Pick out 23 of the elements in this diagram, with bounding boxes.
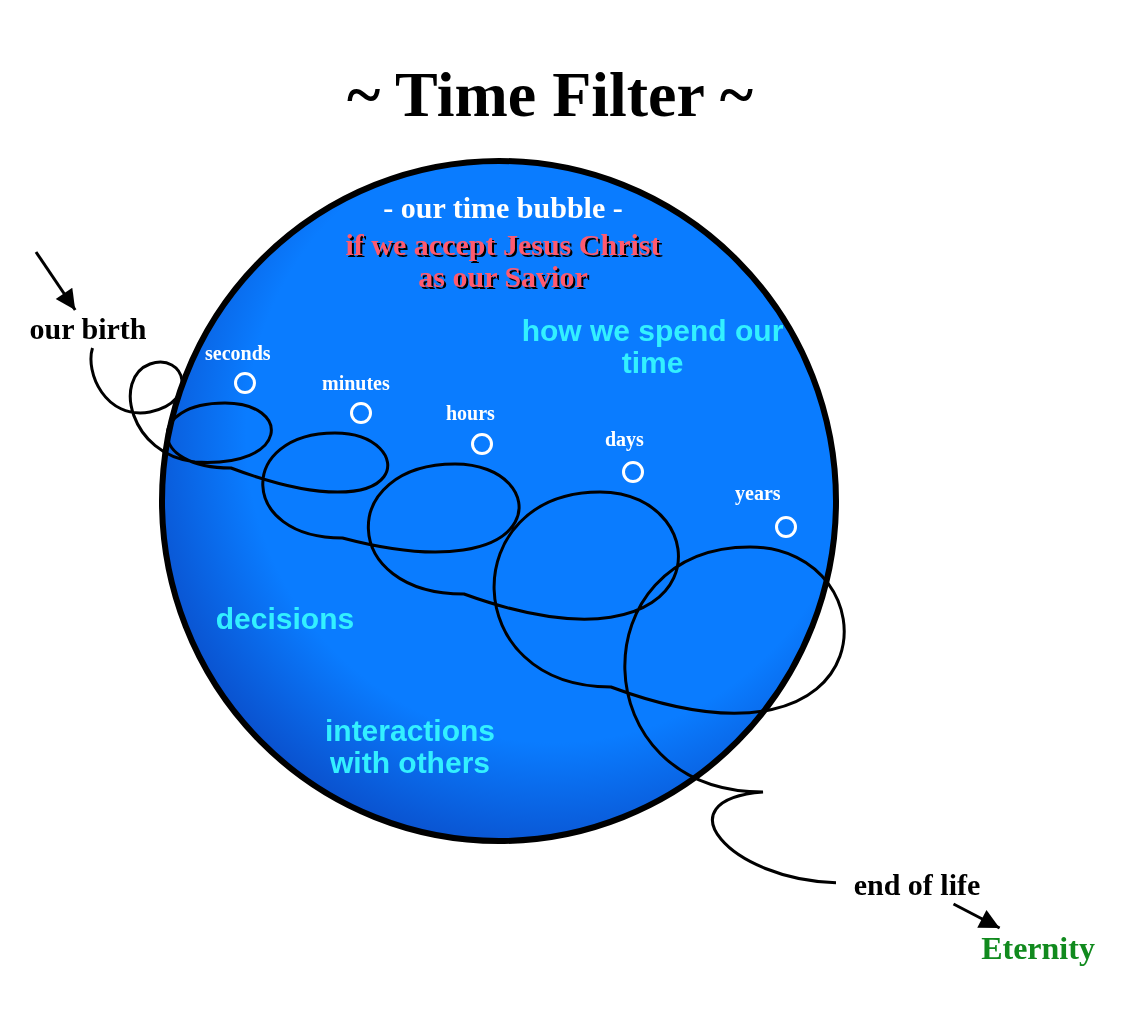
marker-circle	[471, 433, 493, 455]
marker-circle	[234, 372, 256, 394]
marker-circle	[775, 516, 797, 538]
marker-label: seconds	[205, 342, 271, 365]
marker-circle	[622, 461, 644, 483]
title: ~ Time Filter ~	[345, 58, 755, 132]
bubble-circle	[158, 157, 840, 845]
marker-label: days	[605, 428, 644, 451]
text-label: end of life	[836, 866, 998, 904]
text-label: Eternity	[971, 928, 1105, 968]
bubble-heading: - our time bubble -	[382, 191, 624, 225]
marker-label: hours	[446, 402, 495, 425]
bubble-label: decisions	[214, 603, 356, 635]
marker-label: years	[735, 482, 781, 505]
bubble-label: how we spend our time	[520, 315, 785, 379]
marker-circle	[350, 402, 372, 424]
bubble-label: interactions with others	[323, 715, 496, 779]
bubble-subheading: if we accept Jesus Christ as our Savior	[344, 229, 662, 293]
arrow	[952, 902, 1001, 930]
text-label: our birth	[14, 310, 162, 348]
spiral-line	[91, 347, 844, 885]
marker-label: minutes	[322, 372, 390, 395]
arrow	[34, 251, 77, 311]
